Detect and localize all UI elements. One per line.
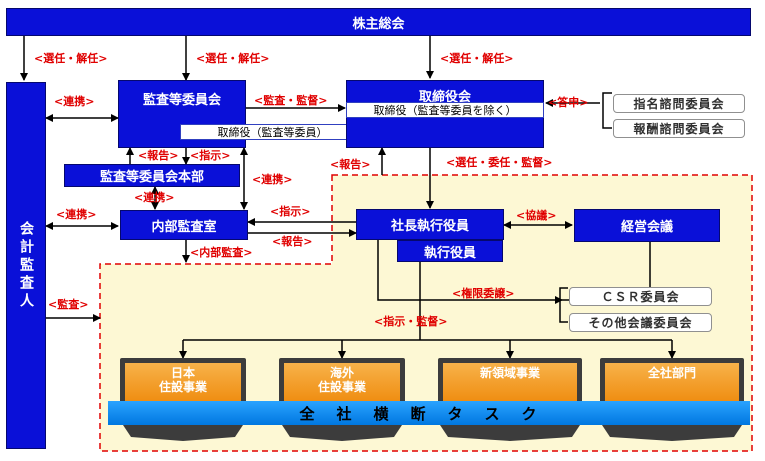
- president-executive-officer: 社長執行役員: [356, 209, 504, 240]
- label-instruct-office: <指示>: [190, 149, 231, 162]
- business-new-domain-label: 新領域事業: [479, 366, 540, 380]
- label-coop-office-audit: <連携>: [134, 191, 175, 204]
- label-report-president: <報告>: [272, 235, 313, 248]
- remuneration-committee-label: 報酬諮問委員会: [633, 122, 725, 136]
- business-japan-housing-label: 日本 住設事業: [158, 366, 207, 394]
- shareholders-label: 株主総会: [352, 16, 405, 32]
- president-label: 社長執行役員: [390, 219, 469, 234]
- management-meeting-label: 経営会議: [620, 220, 673, 235]
- cross-company-task-label: 全社横断タスク: [299, 404, 559, 423]
- advisory-bracket: [602, 92, 612, 129]
- business-overseas-housing-label: 海外 住設事業: [317, 366, 366, 394]
- management-meeting: 経営会議: [574, 209, 720, 242]
- label-elect-auditor: <選任・解任>: [34, 52, 108, 65]
- label-report-office: <報告>: [138, 149, 179, 162]
- csr-committee-label: ＣＳＲ委員会: [601, 290, 680, 304]
- subcommittee-bracket: [559, 287, 568, 323]
- board-director-label: 取締役（監査等委員を除く）: [373, 104, 517, 117]
- label-audit-supervise: <監査・監督>: [254, 94, 328, 107]
- label-instruct-audit: <指示>: [270, 205, 311, 218]
- accounting-auditor: 会計監査人: [6, 82, 46, 449]
- executive-officers: 執行役員: [397, 240, 503, 262]
- label-audit: <監査>: [48, 298, 89, 311]
- label-consult: <協議>: [516, 209, 557, 222]
- label-report-board: <報告>: [330, 158, 371, 171]
- label-instruct-supervise: <指示・監督>: [374, 315, 448, 328]
- accounting-auditor-label: 会計監査人: [18, 220, 34, 311]
- label-elect-delegate: <選任・委任・監督>: [446, 156, 553, 169]
- label-internal-audit: <内部監査>: [190, 246, 253, 259]
- officers-label: 執行役員: [423, 245, 476, 261]
- cross-company-task-band: 全社横断タスク: [108, 401, 750, 425]
- shareholders-meeting: 株主総会: [6, 8, 751, 36]
- committee-office: 監査等委員会本部: [64, 164, 240, 187]
- label-elect-committee: <選任・解任>: [196, 52, 270, 65]
- label-answer: <答申>: [548, 96, 589, 109]
- label-elect-board: <選任・解任>: [440, 52, 514, 65]
- label-delegation: <権限委譲>: [452, 287, 515, 300]
- committee-director-label: 取締役（監査等委員）: [217, 126, 328, 139]
- other-committees: その他会議委員会: [569, 313, 712, 332]
- business-feet: [123, 425, 742, 441]
- internal-audit-office: 内部監査室: [120, 210, 248, 240]
- label-coop-committee-audit: <連携>: [252, 173, 293, 186]
- execution-zone: [99, 174, 753, 452]
- board-director-box: 取締役（監査等委員を除く）: [346, 102, 544, 118]
- nomination-committee-label: 指名諮問委員会: [633, 97, 725, 111]
- remuneration-committee: 報酬諮問委員会: [613, 119, 745, 138]
- board-label: 取締役会: [418, 90, 471, 105]
- internal-audit-label: 内部監査室: [151, 219, 217, 235]
- nomination-committee: 指名諮問委員会: [613, 94, 745, 113]
- arrow-delegation-president: [377, 240, 563, 304]
- audit-committee-label: 監査等委員会: [142, 93, 221, 108]
- label-coop-auditor-committee: <連携>: [54, 95, 95, 108]
- committee-office-label: 監査等委員会本部: [99, 170, 204, 185]
- other-committees-label: その他会議委員会: [588, 316, 693, 330]
- business-corporate-label: 全社部門: [647, 366, 696, 380]
- csr-committee: ＣＳＲ委員会: [569, 287, 712, 306]
- committee-director-box: 取締役（監査等委員）: [180, 124, 365, 140]
- label-coop-auditor-audit: <連携>: [56, 208, 97, 221]
